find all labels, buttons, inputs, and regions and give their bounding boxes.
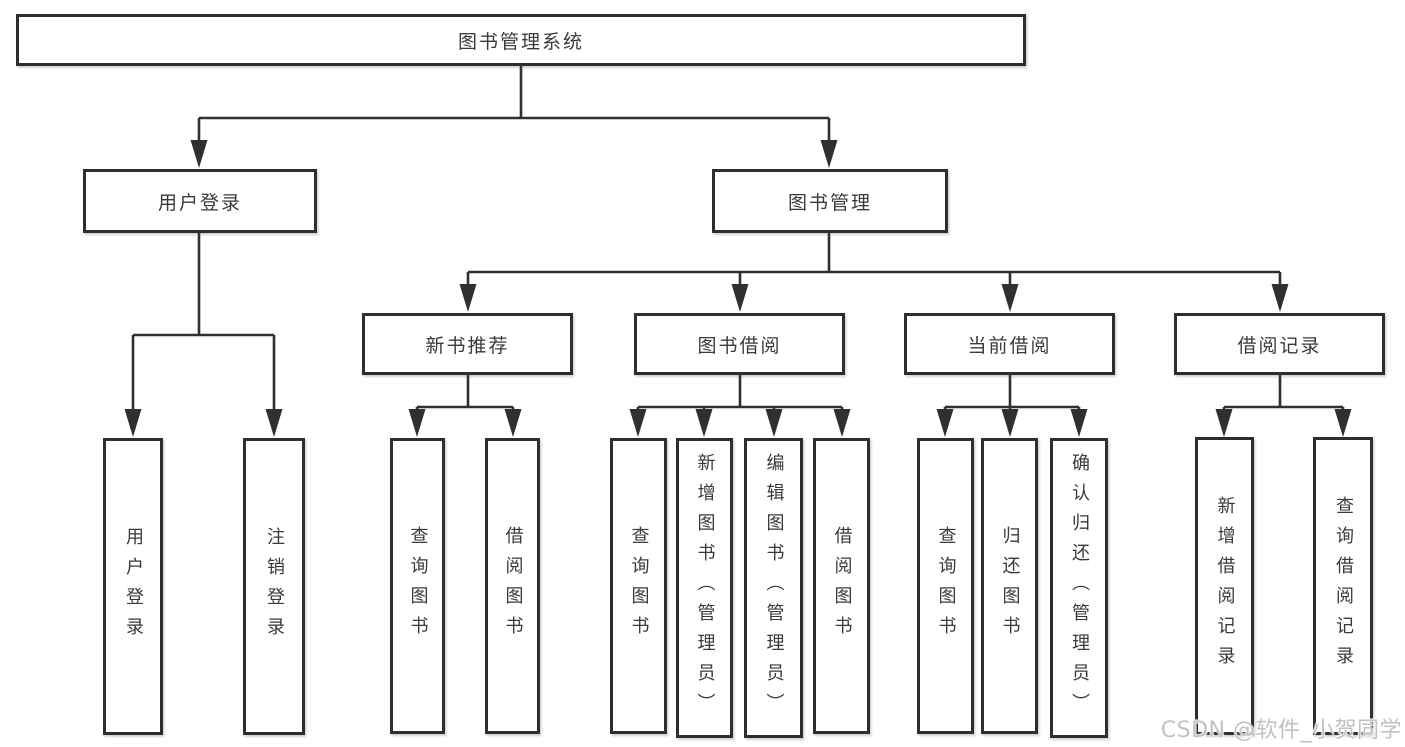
node-book-borrow: 图书借阅 [634,313,845,375]
arrowhead-icons [124,140,1352,437]
node-leaf-user-login: 用户登录 [103,438,163,735]
node-label: 查询图书 [407,526,429,646]
node-label: 确认归还（管理员） [1069,453,1090,723]
node-leaf-borrow-books: 借阅图书 [813,438,870,734]
csdn-watermark: CSDN @软件_小贺同学 [1160,718,1402,743]
node-leaf-edit-books-admin: 编辑图书（管理员） [744,438,803,738]
node-leaf-borrow-query-books: 查询图书 [610,438,667,734]
node-label: 注销登录 [264,526,285,647]
node-leaf-recommend-query-books: 查询图书 [390,438,445,734]
node-new-book-recommend: 新书推荐 [362,313,573,375]
node-borrow-records: 借阅记录 [1174,313,1385,375]
node-label: 新增借阅记录 [1214,496,1236,676]
node-label: 归还图书 [999,526,1021,646]
node-leaf-recommend-borrow-books: 借阅图书 [485,438,540,734]
node-leaf-add-books-admin: 新增图书（管理员） [676,438,733,738]
node-label: 查询图书 [935,526,957,646]
node-leaf-query-borrow-record: 查询借阅记录 [1313,437,1373,735]
node-label: 查询借阅记录 [1333,496,1354,676]
node-leaf-logout: 注销登录 [243,438,305,735]
node-root-system: 图书管理系统 [16,14,1026,66]
node-leaf-current-query-books: 查询图书 [917,438,974,734]
node-current-borrow: 当前借阅 [904,313,1115,375]
node-label: 编辑图书（管理员） [763,453,785,723]
node-leaf-return-books: 归还图书 [981,438,1038,734]
node-label: 借阅图书 [831,526,853,646]
node-book-management-branch: 图书管理 [712,169,948,233]
node-label: 新增图书（管理员） [694,453,716,723]
node-label: 查询图书 [628,526,650,646]
node-user-login-branch: 用户登录 [83,169,317,233]
node-label: 借阅图书 [502,526,524,646]
node-label: 用户登录 [123,526,144,647]
node-leaf-add-borrow-record: 新增借阅记录 [1195,437,1254,735]
node-leaf-confirm-return-admin: 确认归还（管理员） [1050,438,1108,738]
